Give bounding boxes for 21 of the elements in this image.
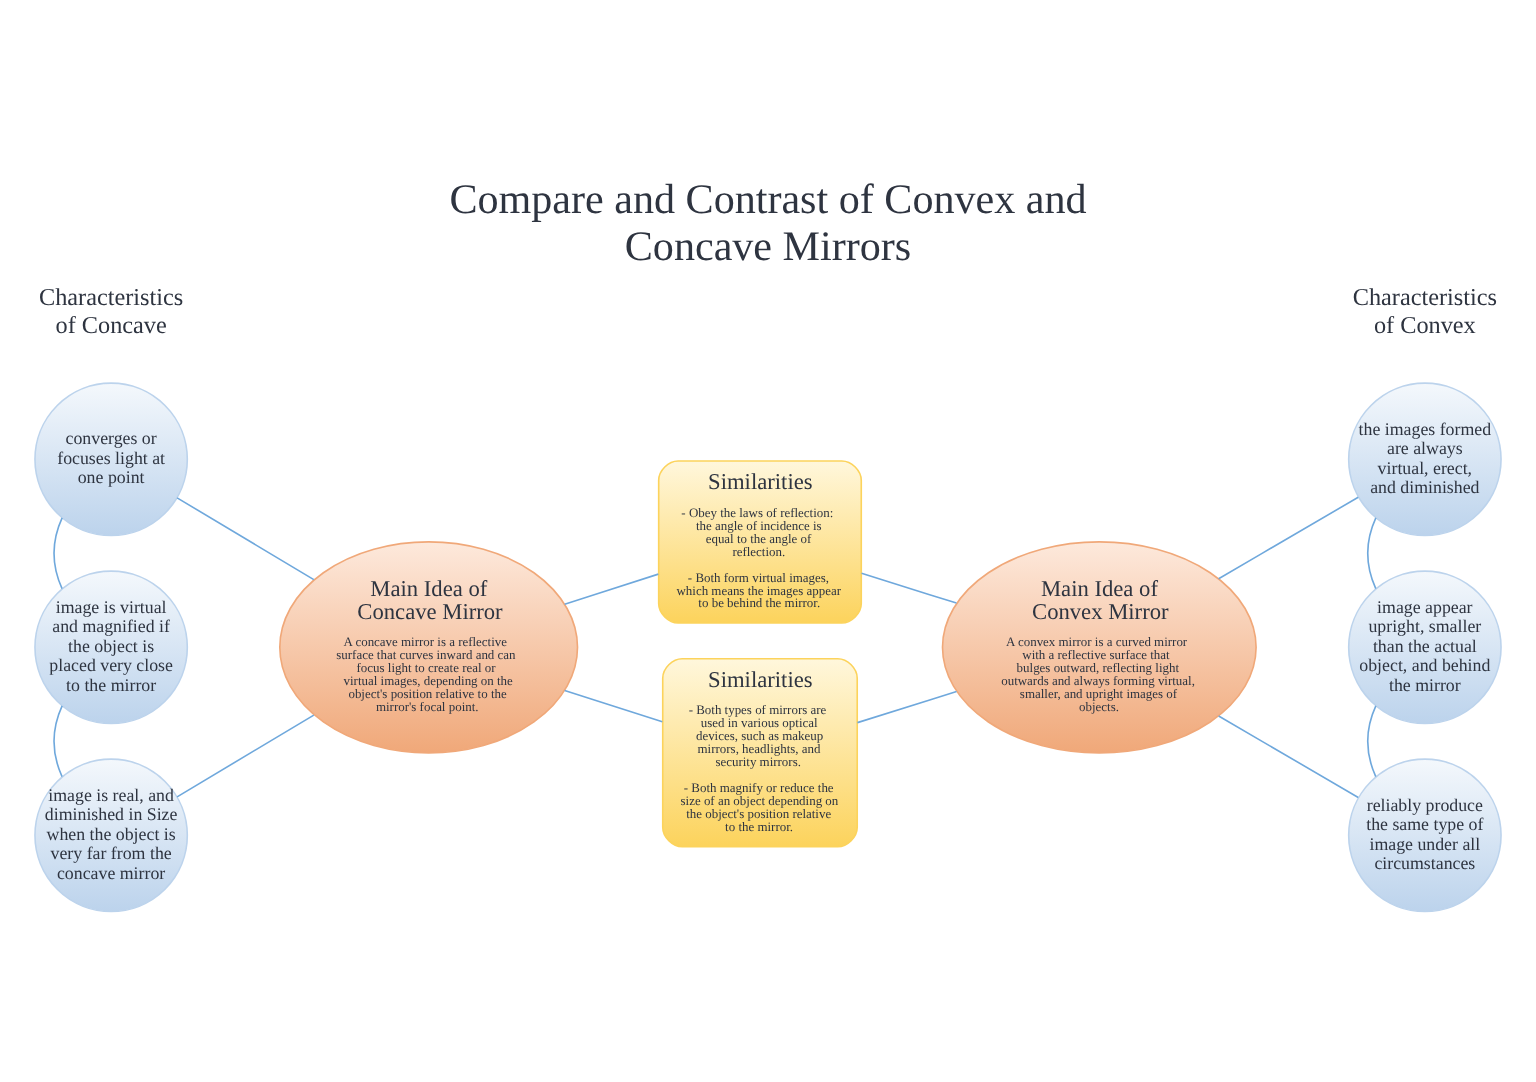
- connector: [563, 688, 664, 722]
- label: Characteristics of Concave: [38, 282, 184, 338]
- node-circle: image is real, and diminished in Size when the object is very far from the concave mirror: [34, 757, 189, 912]
- connector: [563, 572, 660, 604]
- connector: [860, 571, 958, 603]
- connector: [1217, 714, 1360, 798]
- connector: [53, 516, 63, 589]
- diagram-title: Compare and Contrast of Convex and Concave Mirrors: [449, 173, 1087, 269]
- connector: [1217, 495, 1360, 579]
- connector: [1366, 704, 1377, 777]
- node-circle: converges or focuses light at one point: [34, 381, 189, 536]
- connector: [856, 689, 958, 723]
- connector: [176, 496, 315, 580]
- connector: [53, 704, 63, 777]
- node-circle: image appear upright, smaller than the actual object, and behind the mirror: [1347, 569, 1502, 724]
- node-circle: reliably produce the same type of image under all circumstances: [1347, 757, 1502, 912]
- node-circle: image is virtual and magnified if the object is placed very close to the mirror: [34, 569, 189, 724]
- connector: [1366, 516, 1377, 589]
- node-circle: the images formed are always virtual, erect, and diminished: [1347, 381, 1502, 536]
- connector: [176, 713, 315, 797]
- label: Characteristics of Convex: [1352, 282, 1498, 338]
